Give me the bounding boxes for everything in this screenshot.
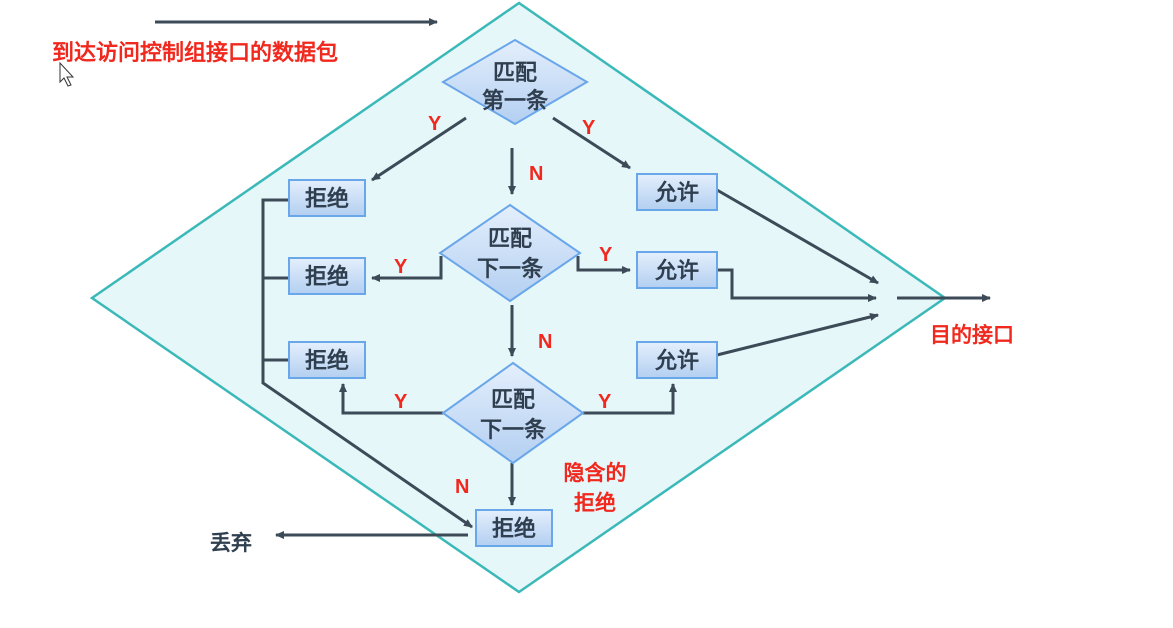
- connectors: [261, 116, 991, 539]
- svg-text:允许: 允许: [654, 348, 699, 374]
- svg-text:匹配: 匹配: [491, 388, 535, 413]
- yes-label: Y: [599, 244, 613, 266]
- yes-label: Y: [428, 113, 442, 135]
- yes-label: Y: [394, 391, 408, 413]
- svg-text:拒绝: 拒绝: [305, 264, 349, 290]
- svg-text:第一条: 第一条: [482, 88, 549, 114]
- svg-text:拒绝: 拒绝: [305, 348, 349, 374]
- implicit-deny-label: 隐含的: [564, 461, 627, 485]
- deny-box-implicit: 拒绝: [475, 509, 553, 547]
- no-label: N: [529, 163, 543, 185]
- deny-box-3: 拒绝: [288, 341, 366, 379]
- svg-text:拒绝: 拒绝: [305, 186, 349, 212]
- svg-text:下一条: 下一条: [480, 417, 547, 443]
- svg-text:拒绝: 拒绝: [492, 516, 536, 542]
- decision-match-next-2: 匹配 下一条: [441, 361, 585, 465]
- discard-label: 丢弃: [210, 531, 252, 555]
- decision-match-next-1: 匹配 下一条: [438, 203, 582, 303]
- svg-text:下一条: 下一条: [477, 256, 544, 282]
- permit-box-3: 允许: [636, 341, 718, 379]
- yes-label: Y: [394, 256, 408, 278]
- deny-box-1: 拒绝: [288, 179, 366, 217]
- svg-text:允许: 允许: [654, 180, 699, 206]
- permit-box-2: 允许: [636, 251, 718, 289]
- implicit-deny-label: 拒绝: [574, 491, 616, 515]
- destination-label: 目的接口: [930, 323, 1014, 347]
- acl-region-diamond: [89, 1, 948, 594]
- diagram-title: 到达访问控制组接口的数据包: [52, 40, 338, 66]
- yes-label: Y: [582, 117, 596, 139]
- svg-text:允许: 允许: [654, 258, 699, 284]
- yes-label: Y: [598, 391, 612, 413]
- cursor-icon: [59, 61, 75, 87]
- permit-box-1: 允许: [636, 173, 718, 211]
- svg-text:匹配: 匹配: [493, 61, 537, 86]
- no-label: N: [455, 476, 469, 498]
- no-label: N: [538, 331, 552, 353]
- deny-box-2: 拒绝: [288, 257, 366, 295]
- decision-match-first: 匹配 第一条: [441, 38, 589, 126]
- svg-text:匹配: 匹配: [488, 227, 532, 252]
